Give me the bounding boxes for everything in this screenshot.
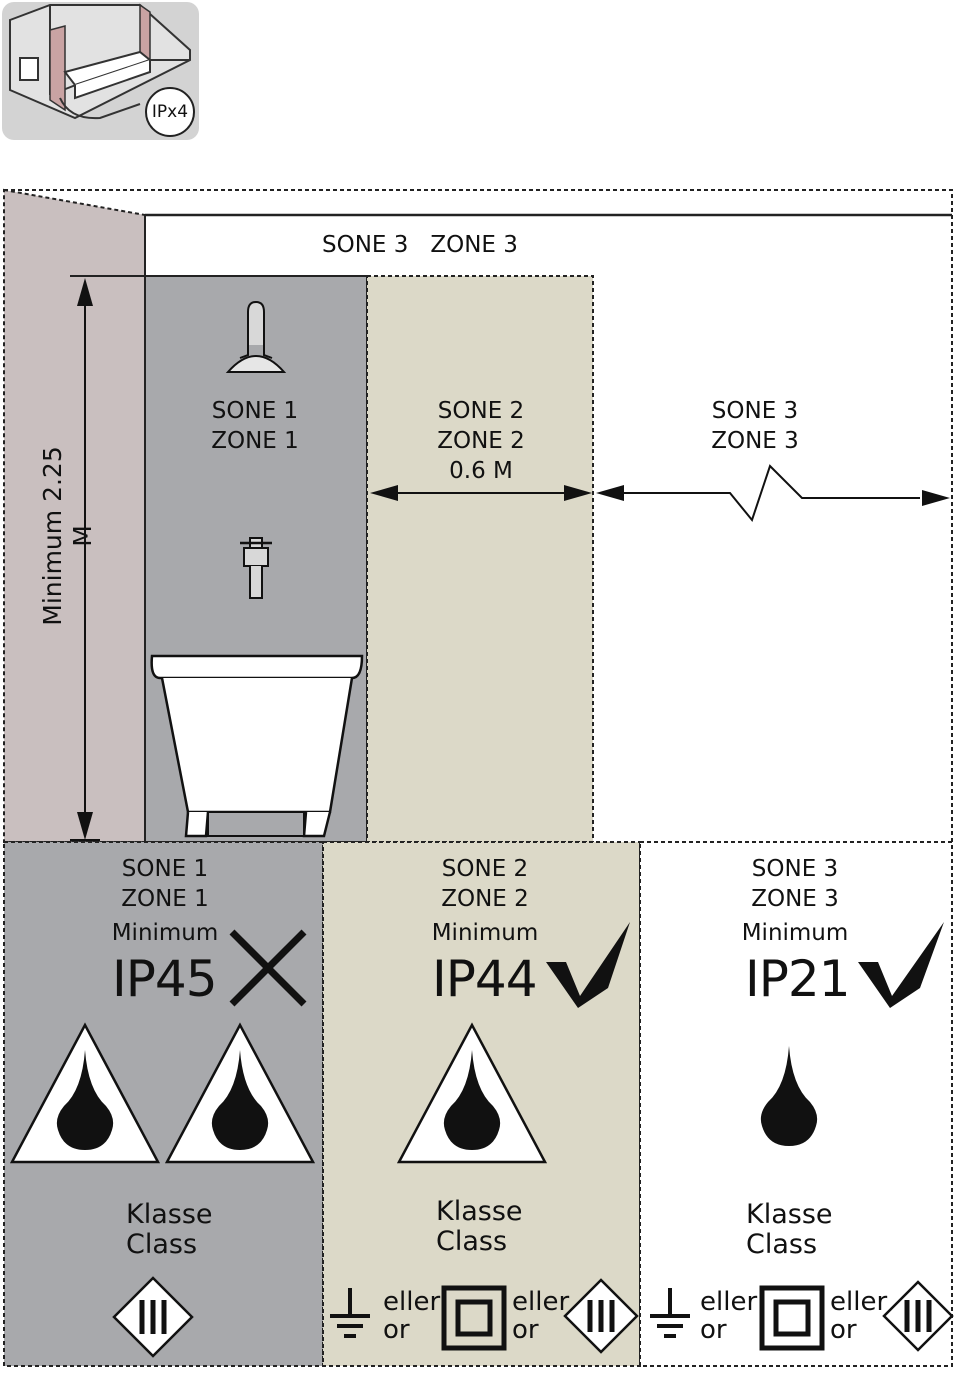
upper-zone1-sone: SONE 1: [211, 398, 299, 424]
eller-text: eller: [700, 1287, 758, 1317]
top-zone3-label: SONE 3 ZONE 3: [322, 230, 518, 260]
triangle-drop-icon: [396, 1022, 548, 1164]
height-arrow: [70, 278, 100, 841]
upper-zone2-zone: ZONE 2: [437, 428, 525, 454]
triangle-drop-icon: [164, 1022, 316, 1164]
lower-zone2-sone: SONE 2: [441, 856, 529, 882]
ip-badge-label: IPx4: [151, 102, 189, 122]
lower-zone2-eller-or-2: eller or: [512, 1288, 569, 1344]
lower-zone1-class-text: Class: [126, 1229, 198, 1260]
upper-zone1-zone: ZONE 1: [211, 428, 299, 454]
lower-zone2-eller-or-1: eller or: [383, 1288, 440, 1344]
lower-zone3-sone: SONE 3: [751, 856, 839, 882]
zone3-extent-arrow: [596, 464, 950, 523]
lower-zone1-klasse: Klasse Class: [126, 1200, 213, 1260]
or-text: or: [383, 1315, 410, 1345]
lower-zone3-header: SONE 3 ZONE 3 Minimum: [730, 854, 860, 948]
check-icon: [546, 922, 630, 1008]
distance-arrow: [370, 485, 592, 501]
lower-zone1-sone: SONE 1: [121, 856, 209, 882]
or-text: or: [830, 1315, 857, 1345]
lower-zone1-ip: IP45: [112, 950, 218, 1008]
top-sone-text: SONE 3: [322, 232, 409, 258]
lower-zone3-class-text: Class: [746, 1229, 818, 1260]
upper-zone2-label: SONE 2 ZONE 2 0.6 M: [421, 396, 541, 486]
lower-zone2-klasse-text: Klasse: [436, 1196, 523, 1227]
lower-zone3-minimum: Minimum: [741, 920, 849, 946]
lower-zone1-klasse-text: Klasse: [126, 1199, 213, 1230]
lower-zone2-ip: IP44: [432, 950, 538, 1008]
bathtub-icon: [150, 654, 364, 838]
eller-text: eller: [383, 1287, 441, 1317]
triangle-drop-icon: [9, 1022, 161, 1164]
lower-zone3-klasse-text: Klasse: [746, 1199, 833, 1230]
earth-ground-icon: [330, 1288, 370, 1338]
lower-zone1-header: SONE 1 ZONE 1 Minimum: [100, 854, 230, 948]
lower-zone3-eller-or-1: eller or: [700, 1288, 757, 1344]
lower-zone2-minimum: Minimum: [431, 920, 539, 946]
double-insulation-icon: [759, 1285, 825, 1351]
lower-zone3-klasse: Klasse Class: [746, 1200, 833, 1260]
upper-zone3-sone: SONE 3: [711, 398, 799, 424]
lower-zone2-zone: ZONE 2: [441, 886, 529, 912]
upper-zone3-zone: ZONE 3: [711, 428, 799, 454]
top-zone-text: ZONE 3: [430, 232, 518, 258]
double-insulation-icon: [441, 1285, 507, 1351]
earth-ground-icon: [650, 1288, 690, 1338]
shower-head-icon: [225, 300, 287, 373]
cross-icon: [229, 929, 307, 1007]
eller-text: eller: [512, 1287, 570, 1317]
upper-zone1-label: SONE 1 ZONE 1: [195, 396, 315, 456]
lower-zone3-ip: IP21: [745, 950, 851, 1008]
lower-zone2-klasse: Klasse Class: [436, 1197, 523, 1257]
or-text: or: [700, 1315, 727, 1345]
lower-zone3-eller-or-2: eller or: [830, 1288, 887, 1344]
thumbnail-bathroom-icon: [2, 2, 199, 140]
eller-text: eller: [830, 1287, 888, 1317]
lower-zone3-zone: ZONE 3: [751, 886, 839, 912]
tap-icon: [240, 537, 272, 599]
class-iii-icon: [882, 1280, 954, 1352]
or-text: or: [512, 1315, 539, 1345]
check-icon: [858, 922, 944, 1008]
upper-zone2-distance: 0.6 M: [449, 458, 513, 484]
upper-zone2-sone: SONE 2: [437, 398, 525, 424]
lower-zone1-minimum: Minimum: [111, 920, 219, 946]
height-label: Minimum 2.25 M: [38, 446, 97, 626]
lower-zone2-header: SONE 2 ZONE 2 Minimum: [420, 854, 550, 948]
drop-icon: [760, 1046, 818, 1146]
upper-zone3-label: SONE 3 ZONE 3: [695, 396, 815, 456]
lower-zone1-zone: ZONE 1: [121, 886, 209, 912]
class-iii-icon: [112, 1276, 194, 1358]
lower-zone2-class-text: Class: [436, 1226, 508, 1257]
class-iii-icon: [563, 1278, 639, 1354]
